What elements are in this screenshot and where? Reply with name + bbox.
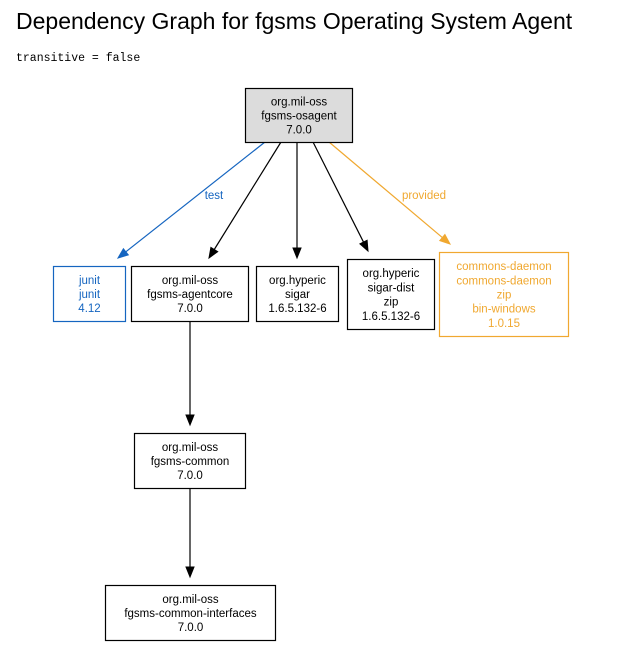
edge-common-to-interfaces (185, 488, 195, 579)
node-sigardist[interactable]: org.hyperic sigar-dist zip 1.6.5.132-6 (346, 258, 436, 331)
node-common[interactable]: org.mil-oss fgsms-common 7.0.0 (133, 432, 247, 490)
node-label-line: org.hyperic (363, 268, 420, 280)
edge-line (125, 141, 266, 253)
node-label-line: 4.12 (78, 303, 100, 315)
node-box (130, 265, 250, 323)
node-label-line: org.mil-oss (162, 442, 218, 454)
node-label-line: sigar (285, 289, 310, 301)
node-label-line: zip (497, 290, 512, 302)
node-label-line: fgsms-osagent (261, 111, 337, 123)
node-label-line: org.mil-oss (162, 275, 218, 287)
graph-subtitle: transitive = false (16, 52, 141, 65)
node-label-line: junit (78, 289, 101, 301)
arrowhead (185, 566, 195, 579)
node-label-line: 7.0.0 (286, 125, 312, 137)
node-box (438, 251, 570, 338)
node-label-line: sigar-dist (368, 282, 415, 294)
node-label-line: fgsms-agentcore (147, 289, 233, 301)
edge-label-provided: provided (402, 190, 446, 202)
node-agentcore[interactable]: org.mil-oss fgsms-agentcore 7.0.0 (130, 265, 250, 323)
edge-osagent-to-junit: test (116, 141, 266, 259)
node-junit[interactable]: junit junit 4.12 (52, 265, 127, 323)
arrowhead (116, 247, 130, 259)
node-label-line: commons-daemon (456, 275, 551, 287)
node-label-line: fgsms-common-interfaces (124, 608, 257, 620)
node-label-line: fgsms-common (151, 456, 230, 468)
node-label-line: 1.6.5.132-6 (362, 311, 420, 323)
node-label-line: junit (78, 275, 101, 287)
edge-osagent-to-daemon: provided (328, 141, 452, 245)
edge-line (312, 141, 365, 243)
node-box (104, 584, 277, 642)
node-box (346, 258, 436, 331)
edge-line (213, 141, 282, 250)
node-label-line: 1.0.15 (488, 318, 520, 330)
edge-osagent-to-sigar (292, 142, 302, 260)
node-label-line: org.hyperic (269, 275, 326, 287)
page-title: Dependency Graph for fgsms Operating Sys… (16, 8, 573, 34)
arrowhead (185, 414, 195, 427)
node-daemon[interactable]: commons-daemon commons-daemon zip bin-windo… (438, 251, 570, 338)
node-interfaces[interactable]: org.mil-oss fgsms-common-interfaces 7.0.0 (104, 584, 277, 642)
node-box (244, 87, 354, 144)
node-label-line: 7.0.0 (177, 303, 203, 315)
node-label-line: 7.0.0 (177, 470, 203, 482)
edge-label-test: test (205, 190, 224, 202)
arrowhead (438, 233, 452, 245)
node-box (52, 265, 127, 323)
node-label-line: org.mil-oss (271, 96, 327, 108)
node-label-line: 1.6.5.132-6 (268, 303, 326, 315)
edge-osagent-to-agentcore (208, 141, 282, 260)
arrowhead (208, 246, 219, 260)
node-label-line: zip (384, 297, 399, 309)
arrowhead (292, 247, 302, 260)
node-label-line: 7.0.0 (178, 622, 204, 634)
node-box (133, 432, 247, 490)
edge-line (328, 141, 443, 239)
node-label-line: commons-daemon (456, 261, 551, 273)
edge-agentcore-to-common (185, 321, 195, 427)
node-label-line: org.mil-oss (162, 594, 218, 606)
node-sigar[interactable]: org.hyperic sigar 1.6.5.132-6 (255, 265, 340, 323)
node-box (255, 265, 340, 323)
node-osagent[interactable]: org.mil-oss fgsms-osagent 7.0.0 (244, 87, 354, 144)
node-label-line: bin-windows (472, 304, 536, 316)
edge-osagent-to-sigardist (312, 141, 369, 253)
arrowhead (359, 239, 369, 253)
